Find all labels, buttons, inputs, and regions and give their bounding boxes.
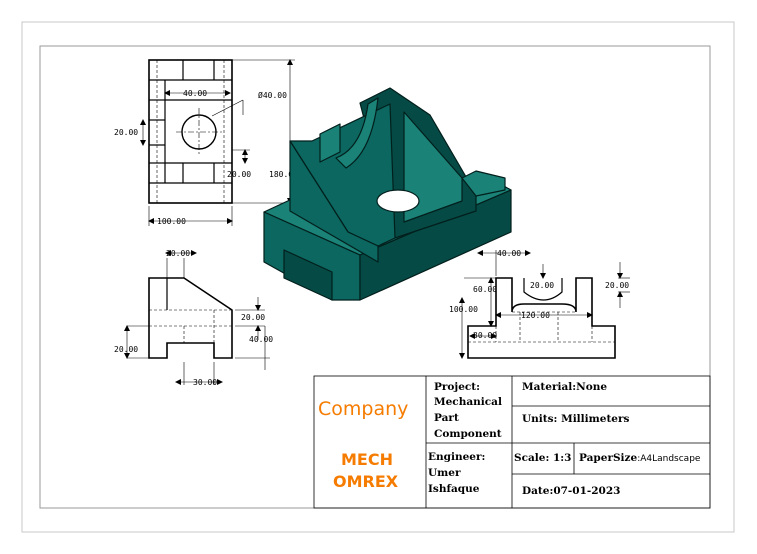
dim-front-bottom: 30.00 bbox=[193, 378, 217, 387]
iso-through-hole bbox=[376, 189, 420, 213]
dim-side-right: 20.00 bbox=[605, 281, 629, 290]
engineer-line-3: Ishfaque bbox=[428, 483, 480, 495]
iso-step-right bbox=[461, 170, 506, 197]
paper-size-field: PaperSize:A4Landscape bbox=[579, 452, 701, 464]
company-name: Company bbox=[318, 398, 408, 420]
side-view-dimension-labels: 40.00 60.00 20.00 20.00 100.00 120.00 30… bbox=[449, 249, 629, 340]
scale-field: Scale: 1:3 bbox=[514, 452, 571, 464]
front-view bbox=[124, 250, 270, 385]
iso-foot-slot bbox=[283, 249, 333, 301]
dim-front-height: 40.00 bbox=[249, 335, 273, 344]
dim-side-height: 100.00 bbox=[449, 305, 478, 314]
dim-top-height: 180.00 bbox=[269, 170, 298, 179]
dim-front-left: 20.00 bbox=[114, 345, 138, 354]
dim-side-slot: 20.00 bbox=[530, 281, 554, 290]
dim-front-step: 20.00 bbox=[241, 313, 265, 322]
title-block bbox=[313, 375, 711, 509]
project-line-1: Project: bbox=[434, 381, 480, 393]
dim-side-top: 40.00 bbox=[497, 249, 521, 258]
engineer-line-2: Umer bbox=[428, 467, 461, 479]
dim-top-offset: 20.00 bbox=[227, 170, 251, 179]
iso-rib-face bbox=[403, 111, 463, 223]
title-block-text: Company MECH OMREX Project: Mechanical P… bbox=[318, 381, 701, 497]
dim-side-left: 30.00 bbox=[473, 331, 497, 340]
project-line-3: Part bbox=[434, 412, 459, 424]
paper-size-label: PaperSize bbox=[579, 452, 638, 464]
dim-front-top: 20.00 bbox=[166, 249, 190, 258]
paper-size-value: :A4Landscape bbox=[637, 454, 701, 464]
project-line-4: Component bbox=[434, 428, 502, 440]
dim-side-width: 120.00 bbox=[521, 311, 550, 320]
brand-line-2: OMREX bbox=[333, 472, 399, 491]
dim-side-upright: 60.00 bbox=[473, 285, 497, 294]
engineer-line-1: Engineer: bbox=[428, 451, 485, 463]
dim-top-width: 100.00 bbox=[157, 217, 186, 226]
material-field: Material:None bbox=[522, 381, 607, 393]
units-field: Units: Millimeters bbox=[522, 413, 630, 425]
outer-border bbox=[21, 21, 735, 533]
isometric-3d-view bbox=[263, 87, 512, 301]
iso-slot-top bbox=[319, 123, 341, 163]
project-line-2: Mechanical bbox=[434, 396, 502, 408]
dim-top-left: 20.00 bbox=[114, 128, 138, 137]
dim-top-slot: 40.00 bbox=[183, 89, 207, 98]
iso-wall-front bbox=[289, 140, 379, 263]
top-view-dimension-labels: 100.00 180.00 40.00 Ø40.00 20.00 20.00 bbox=[114, 89, 298, 226]
iso-cylinder-cut bbox=[335, 97, 379, 169]
brand-line-1: MECH bbox=[341, 450, 393, 469]
side-view bbox=[459, 250, 630, 359]
date-field: Date:07-01-2023 bbox=[522, 485, 620, 497]
iso-base-front bbox=[263, 211, 361, 301]
top-view bbox=[140, 59, 295, 226]
front-view-dimension-labels: 20.00 20.00 40.00 20.00 30.00 bbox=[114, 249, 273, 387]
dim-top-hole-dia: Ø40.00 bbox=[258, 90, 287, 100]
